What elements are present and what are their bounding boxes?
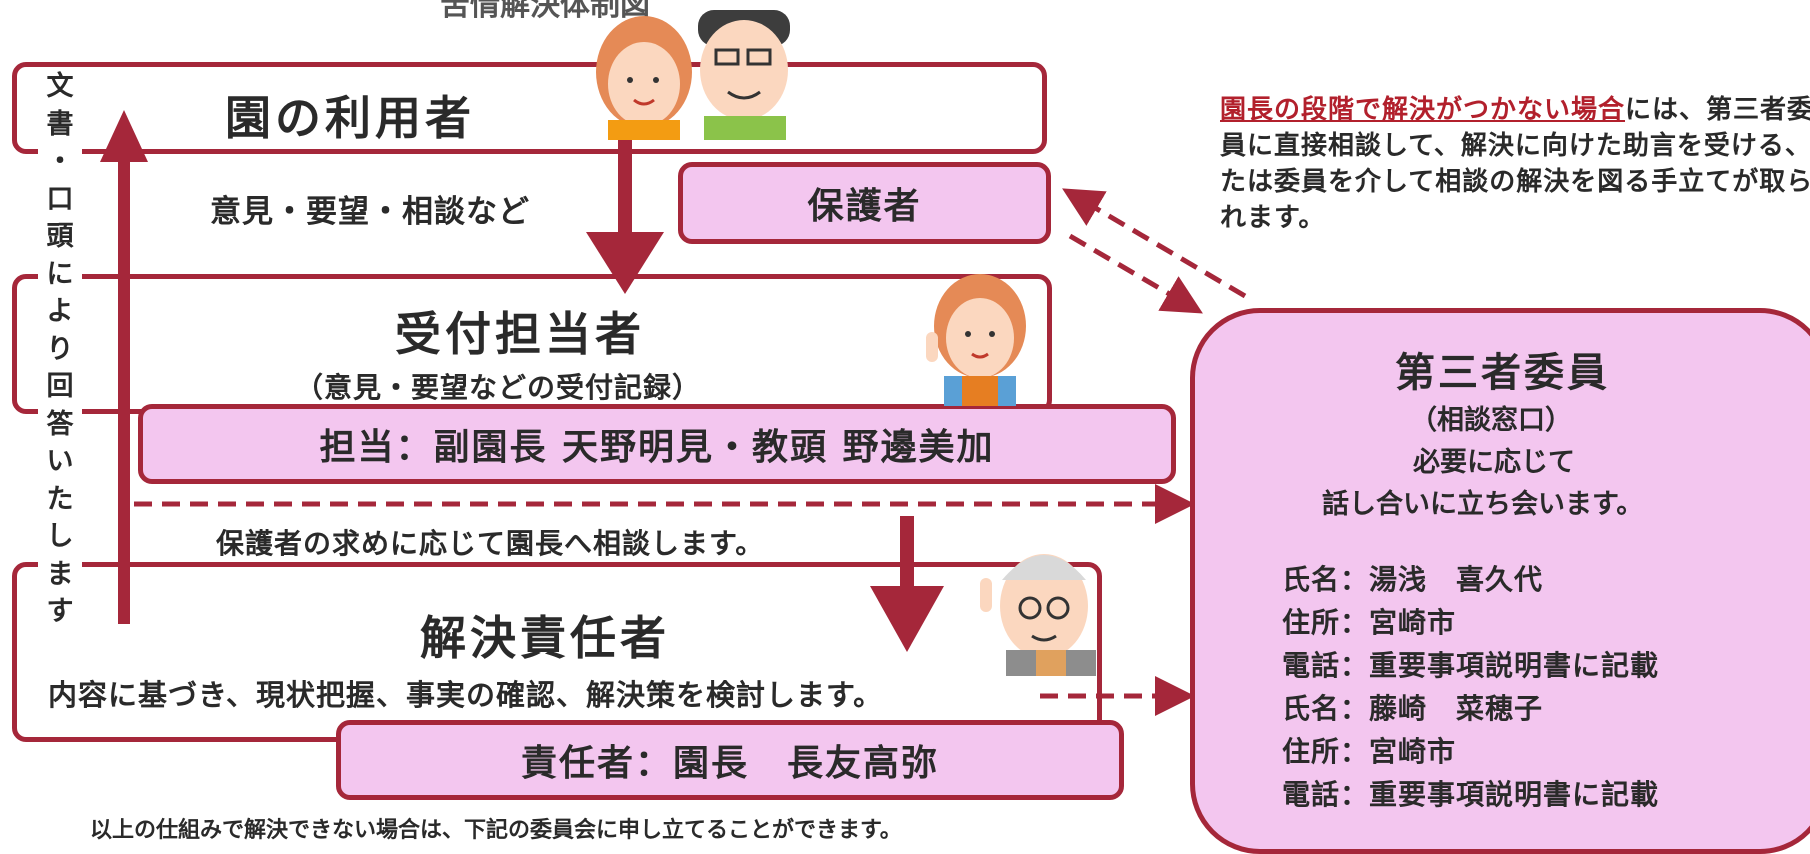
principal-illustration [980, 554, 1096, 676]
side-note: 園長の段階で解決がつかない場合には、第三者委員に直接相談して、解決に向けた助言を… [1220, 92, 1810, 236]
resolver-title: 解決責任者 [420, 611, 670, 665]
footer-note: 以上の仕組みで解決できない場合は、下記の委員会に申し立てることができます。 [90, 818, 902, 843]
header-partial: 苦情解決体制図 [440, 0, 650, 23]
vertical-reply-note: 文 書 ・ 口 頭 に よ り 回 答 い た し ま す [38, 68, 82, 631]
receptionist-illustration [926, 274, 1026, 406]
consult-label: 保護者の求めに応じて園長へ相談します。 [216, 527, 765, 560]
side-note-underlined: 園長の段階で解決がつかない場合 [1220, 95, 1626, 125]
vertical-char: 文 [46, 71, 74, 102]
vertical-char: 書 [46, 108, 74, 140]
reception-title: 受付担当者 [395, 307, 645, 361]
vertical-char: ・ [46, 146, 74, 177]
vertical-char: 回 [46, 371, 74, 402]
reception-staff-label: 担当：副園長 天野明見・教頭 野邊美加 [319, 427, 995, 468]
committee-title: 第三者委員 [1395, 350, 1610, 396]
reception-staff-box: 担当：副園長 天野明見・教頭 野邊美加 [138, 404, 1176, 484]
father-illustration [698, 10, 790, 140]
side-note-text: には、第三者委員に直接相談して、解決に向けた助言を受ける、または委員を介して相談… [1220, 95, 1810, 233]
reply-up-arrow [100, 110, 148, 624]
down-arrow-to-reception [586, 132, 664, 294]
committee-member-list: 氏名：湯浅 喜久代 住所：宮崎市 電話：重要事項説明書に記載 氏名：藤崎 菜穂子… [1282, 558, 1659, 816]
down-arrow-to-resolver [870, 516, 944, 652]
guardian-label: 保護者 [807, 186, 922, 227]
member-1-phone: 電話：重要事項説明書に記載 [1282, 649, 1660, 682]
vertical-char: 頭 [46, 221, 74, 252]
member-2-address: 住所：宮崎市 [1282, 735, 1457, 768]
member-1-address: 住所：宮崎市 [1282, 606, 1457, 639]
users-flow-label: 意見・要望・相談など [210, 194, 530, 230]
resolver-staff-label: 責任者：園長 長友高弥 [520, 743, 939, 784]
vertical-char: い [46, 446, 74, 477]
vertical-char: た [46, 483, 74, 515]
users-frame [12, 62, 1047, 154]
vertical-char: ま [46, 558, 74, 590]
resolver-staff-box: 責任者：園長 長友高弥 [336, 720, 1124, 800]
vertical-char: し [46, 521, 74, 552]
third-party-committee-box [1190, 308, 1810, 854]
users-title: 園の利用者 [225, 91, 475, 145]
committee-subtitle: （相談窓口） [1410, 405, 1572, 436]
reception-subtitle: （意見・要望などの受付記録） [295, 371, 702, 404]
dashed-arrow-guardian-to-committee [1068, 233, 1203, 314]
member-1-name: 氏名：湯浅 喜久代 [1282, 563, 1544, 596]
member-2-name: 氏名：藤崎 菜穂子 [1282, 692, 1544, 725]
committee-line2: 話し合いに立ち会います。 [1322, 489, 1644, 520]
vertical-char: 答 [46, 408, 74, 440]
mother-illustration [596, 16, 692, 140]
vertical-char: り [46, 333, 74, 365]
vertical-char: 口 [46, 183, 74, 215]
vertical-char: す [46, 596, 74, 627]
dashed-arrow-committee-to-guardian [1062, 188, 1247, 299]
guardian-box: 保護者 [678, 162, 1051, 244]
vertical-char: に [46, 258, 74, 290]
resolver-description: 内容に基づき、現状把握、事実の確認、解決策を検討します。 [48, 672, 884, 714]
vertical-char: よ [46, 296, 74, 327]
committee-line1: 必要に応じて [1413, 447, 1575, 478]
member-2-phone: 電話：重要事項説明書に記載 [1282, 778, 1660, 811]
